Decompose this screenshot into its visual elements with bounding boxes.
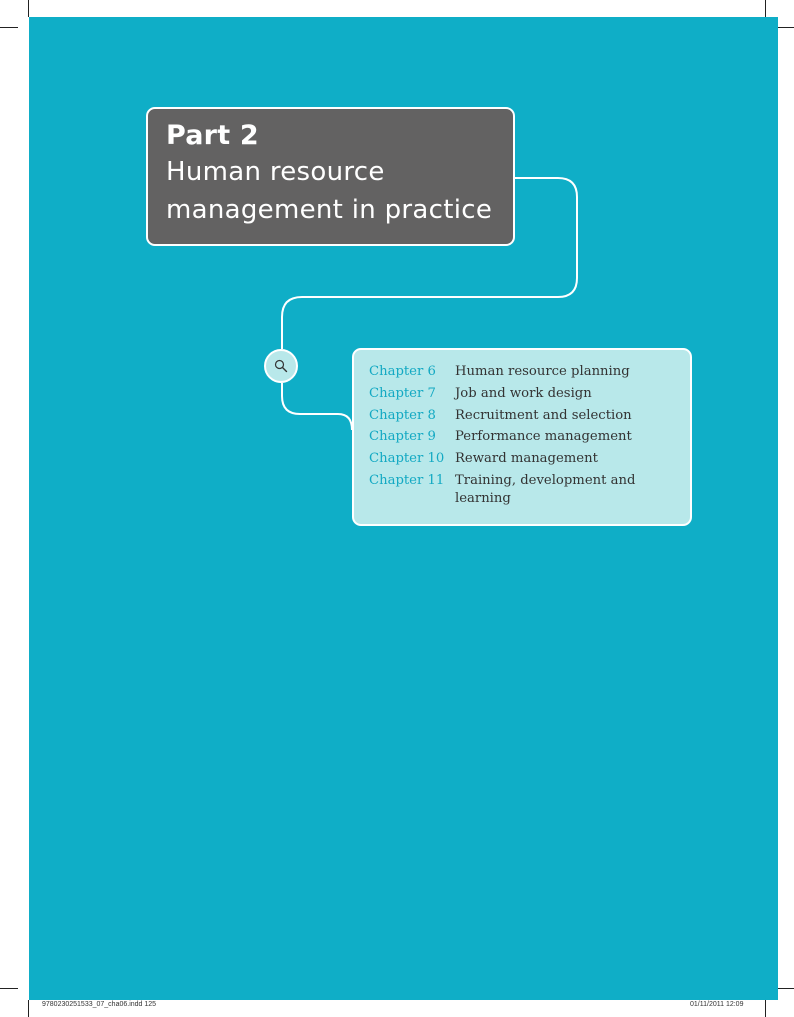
chapter-row[interactable]: Chapter 6 Human resource planning bbox=[369, 363, 676, 381]
chapter-row[interactable]: Chapter 9 Performance management bbox=[369, 428, 676, 446]
date-time: 01/11/2011 12:09 bbox=[690, 1001, 744, 1008]
crop-mark bbox=[0, 988, 18, 989]
crop-mark bbox=[0, 27, 18, 28]
chapter-title: Job and work design bbox=[455, 385, 592, 401]
chapter-number: Chapter 8 bbox=[369, 407, 436, 423]
crop-mark bbox=[765, 1000, 766, 1017]
search-icon bbox=[264, 349, 298, 383]
chapter-row[interactable]: Chapter 8 Recruitment and selection bbox=[369, 407, 676, 425]
chapter-row[interactable]: Chapter 11 Training, development and lea… bbox=[369, 472, 676, 508]
part-title-box: Part 2 Human resource management in prac… bbox=[146, 107, 515, 246]
part-label: Part 2 bbox=[166, 120, 259, 151]
file-info: 9780230251533_07_cha06.indd 125 bbox=[42, 1001, 157, 1008]
crop-mark bbox=[765, 0, 766, 17]
chapter-title: Recruitment and selection bbox=[455, 407, 632, 423]
crop-mark bbox=[777, 27, 794, 28]
chapter-title: Training, development and learning bbox=[455, 472, 636, 506]
chapter-row[interactable]: Chapter 7 Job and work design bbox=[369, 385, 676, 403]
crop-mark bbox=[28, 0, 29, 17]
chapter-title: Performance management bbox=[455, 429, 632, 445]
chapter-number: Chapter 7 bbox=[369, 385, 436, 401]
chapter-title: Reward management bbox=[455, 451, 598, 467]
part-title-line1: Human resource bbox=[166, 157, 385, 187]
chapter-number: Chapter 10 bbox=[369, 451, 445, 467]
chapter-row[interactable]: Chapter 10 Reward management bbox=[369, 450, 676, 468]
crop-mark bbox=[777, 988, 794, 989]
chapter-number: Chapter 11 bbox=[369, 472, 445, 488]
crop-mark bbox=[28, 1000, 29, 1017]
chapter-number: Chapter 6 bbox=[369, 364, 436, 379]
chapter-list: Chapter 6 Human resource planning Chapte… bbox=[352, 348, 692, 526]
part-title-line2: management in practice bbox=[166, 195, 493, 225]
chapter-number: Chapter 9 bbox=[369, 429, 436, 445]
chapter-title: Human resource planning bbox=[455, 364, 630, 379]
